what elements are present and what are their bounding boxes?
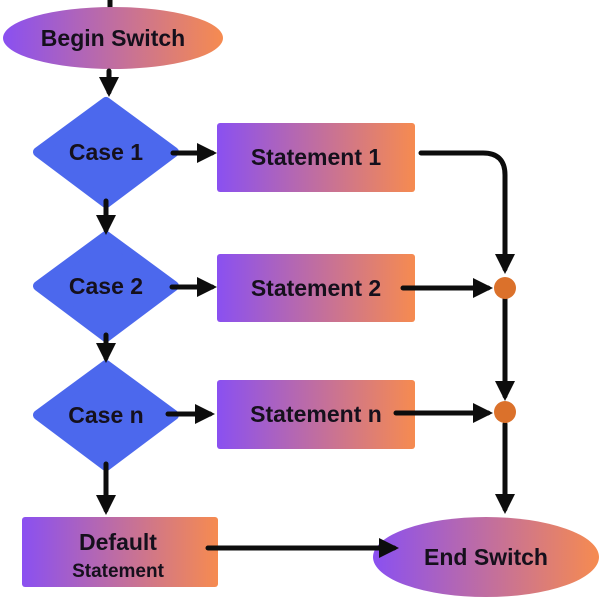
case-2-label: Case 2 bbox=[69, 273, 143, 299]
junction2-merge-dot bbox=[494, 401, 516, 423]
begin-switch-label: Begin Switch bbox=[41, 25, 185, 51]
statement-1-label: Statement 1 bbox=[251, 144, 382, 170]
connector-arrows bbox=[96, 68, 515, 558]
default-label-line1: Default bbox=[79, 529, 157, 555]
case-1-label: Case 1 bbox=[69, 139, 143, 165]
default-statement-process-box bbox=[22, 517, 218, 587]
end-switch-terminator-shape bbox=[373, 517, 599, 597]
case-n-label: Case n bbox=[68, 402, 143, 428]
statement-1-process-box bbox=[217, 123, 415, 192]
statement-2-label: Statement 2 bbox=[251, 275, 381, 301]
begin-switch-terminator-shape bbox=[3, 7, 223, 69]
edge-statement1-to-junction1 bbox=[418, 150, 515, 274]
default-statement-n-process-box bbox=[217, 380, 415, 449]
end-switch-label: End Switch bbox=[424, 544, 548, 570]
statement-2-process-box bbox=[217, 254, 415, 322]
junction1-merge-dot bbox=[494, 277, 516, 299]
default-label-line2: Statement bbox=[72, 561, 165, 582]
statement-n-label: Statement n bbox=[250, 401, 382, 427]
